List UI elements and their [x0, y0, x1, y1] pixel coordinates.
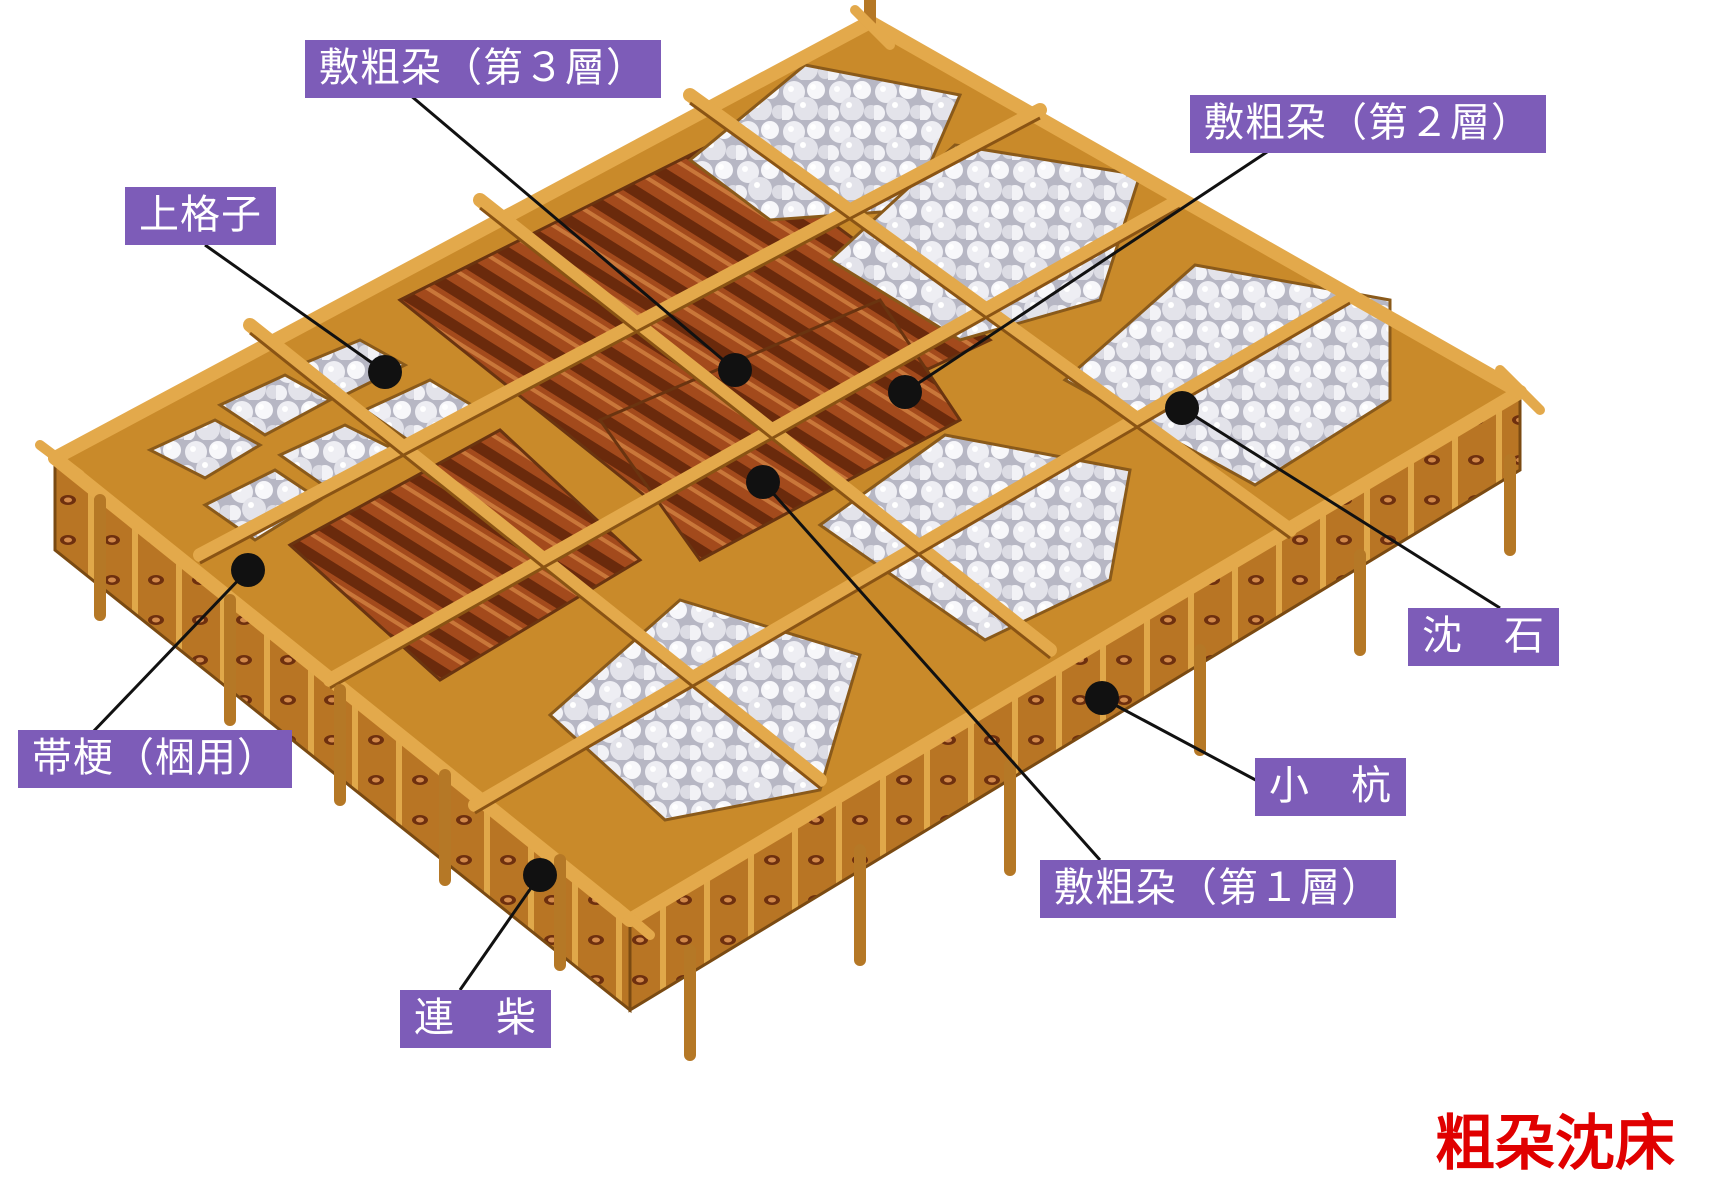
label-brush-layer-1: 敷粗朶（第１層）: [1040, 860, 1396, 918]
lattice-shadow: [199, 101, 1351, 815]
label-brush-layer-2: 敷粗朶（第２層）: [1190, 95, 1546, 153]
label-belt-stem: 帯梗（梱用）: [18, 730, 292, 788]
brush-layer-field: [397, 138, 993, 502]
stakes: [94, 0, 1516, 1061]
label-upper-lattice: 上格子: [125, 187, 276, 245]
label-small-pile: 小 杭: [1255, 758, 1406, 816]
diagram-title: 粗朶沈床: [1435, 1109, 1675, 1178]
stone-cell: [817, 433, 1132, 642]
stone-cell-small: [146, 418, 263, 480]
stone-cell: [547, 598, 862, 822]
label-sinking-stone: 沈 石: [1408, 608, 1559, 666]
label-connecting-brush: 連 柴: [400, 990, 551, 1048]
pointer-dots: [231, 353, 1199, 892]
stone-cell-small: [216, 373, 334, 437]
leader-lines: [88, 93, 1501, 991]
label-brush-layer-3: 敷粗朶（第３層）: [305, 40, 661, 98]
stake-tops: [35, 5, 1545, 940]
